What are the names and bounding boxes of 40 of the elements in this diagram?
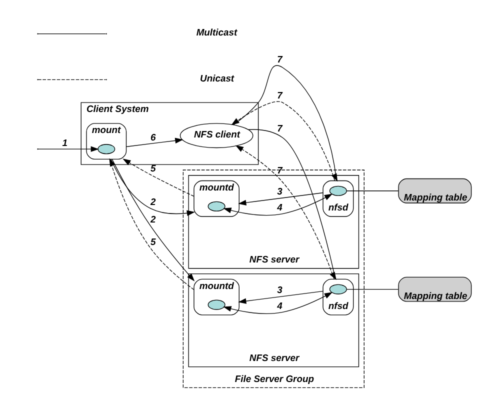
arrow xyxy=(222,194,332,216)
edge-label: 6 xyxy=(150,131,156,142)
edge-label: 3 xyxy=(276,284,282,295)
edge-label: 5 xyxy=(150,236,156,247)
connector xyxy=(346,190,398,192)
cluster: mountd xyxy=(193,180,239,217)
node-box: Mapping table xyxy=(398,276,472,302)
legend-label: Multicast xyxy=(196,26,237,38)
edge-label: 4 xyxy=(276,300,282,311)
node-circle xyxy=(328,284,346,294)
edge-label: 7 xyxy=(276,53,282,64)
edge-label: 3 xyxy=(276,185,282,196)
arrow xyxy=(122,158,194,197)
edge-label: 7 xyxy=(276,90,282,101)
connector xyxy=(346,288,398,290)
arrow xyxy=(232,65,338,182)
arrow xyxy=(110,158,194,216)
cluster: mount xyxy=(86,123,126,160)
arrow xyxy=(222,292,332,314)
arrow xyxy=(230,101,335,182)
edge-label: 2 xyxy=(150,214,156,225)
arrow xyxy=(247,129,336,280)
arrow xyxy=(234,145,334,280)
node-circle xyxy=(328,186,346,196)
node-circle xyxy=(207,201,225,212)
arrow xyxy=(37,146,98,152)
arrow xyxy=(238,192,323,206)
legend-label: Unicast xyxy=(200,72,234,84)
node-circle xyxy=(97,144,115,154)
edge-label: 5 xyxy=(150,162,156,174)
node-ellipse: NFS client xyxy=(179,123,253,148)
edge-label: 4 xyxy=(276,202,282,213)
edge-label: 1 xyxy=(62,136,67,148)
cluster: mountd xyxy=(193,278,239,316)
node-circle xyxy=(207,300,225,310)
edge-label: 7 xyxy=(276,122,282,134)
edge-label: 2 xyxy=(150,196,156,208)
node-box: Mapping table xyxy=(398,178,472,204)
arrow xyxy=(238,290,323,304)
arrow xyxy=(125,138,183,148)
